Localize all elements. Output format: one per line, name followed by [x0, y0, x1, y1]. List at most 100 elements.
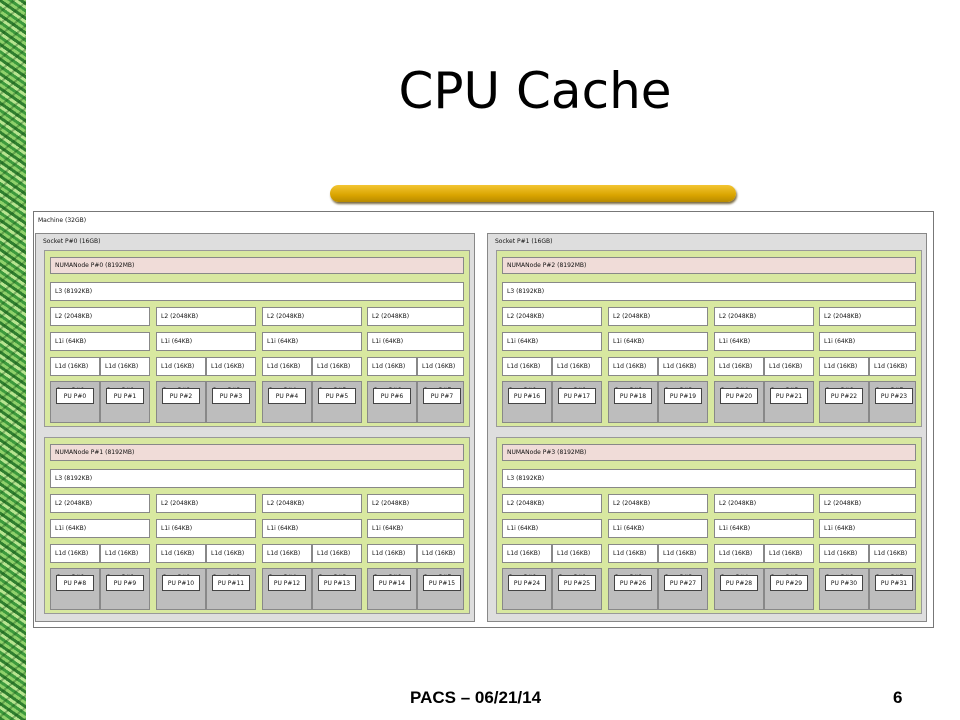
slide-footer: PACS – 06/21/14: [410, 688, 542, 707]
core-box: Core P#6PU P#14: [367, 568, 417, 610]
core-box: Core P#3PU P#11: [206, 568, 256, 610]
l2-cache-label: L2 (2048KB): [507, 500, 545, 507]
core-box: Core P#4PU P#28: [714, 568, 764, 610]
socket-box: Socket P#0 (16GB)NUMANode P#0 (8192MB)L3…: [35, 233, 475, 622]
page-number: 6: [893, 688, 903, 707]
processing-unit: PU P#5: [318, 388, 356, 404]
processing-unit: PU P#12: [268, 575, 306, 591]
l1i-cache: L1i (64KB): [502, 332, 602, 351]
processing-unit: PU P#0: [56, 388, 94, 404]
l1d-cache: L1d (16KB): [206, 544, 256, 563]
l2-cache: L2 (2048KB): [156, 307, 256, 326]
l1d-cache: L1d (16KB): [819, 357, 869, 376]
l1d-cache: L1d (16KB): [312, 357, 362, 376]
l2-cache: L2 (2048KB): [608, 307, 708, 326]
l2-cache: L2 (2048KB): [714, 307, 814, 326]
numa-node: NUMANode P#3 (8192MB)L3 (8192KB)L2 (2048…: [496, 437, 922, 614]
core-box: Core P#1PU P#25: [552, 568, 602, 610]
l2-cache: L2 (2048KB): [367, 307, 464, 326]
l1d-cache-label: L1d (16KB): [161, 363, 195, 370]
l1d-cache-label: L1d (16KB): [422, 363, 456, 370]
core-box: Core P#0PU P#8: [50, 568, 100, 610]
l1i-cache: L1i (64KB): [367, 519, 464, 538]
core-box: Core P#4PU P#4: [262, 381, 312, 423]
l1d-cache-label: L1d (16KB): [769, 550, 803, 557]
l2-cache-label: L2 (2048KB): [161, 313, 199, 320]
processing-unit: PU P#23: [875, 388, 913, 404]
l1d-cache: L1d (16KB): [658, 544, 708, 563]
l1d-cache-label: L1d (16KB): [507, 363, 541, 370]
core-row: Core P#0PU P#0Core P#1PU P#1Core P#2PU P…: [50, 381, 464, 423]
l1d-cache-label: L1d (16KB): [105, 550, 139, 557]
core-row: Core P#0PU P#24Core P#1PU P#25Core P#2PU…: [502, 568, 916, 610]
l1d-cache: L1d (16KB): [156, 544, 206, 563]
l1d-cache-label: L1d (16KB): [874, 363, 908, 370]
l2-cache-label: L2 (2048KB): [824, 313, 862, 320]
core-box: Core P#4PU P#12: [262, 568, 312, 610]
l2-cache-label: L2 (2048KB): [55, 500, 93, 507]
core-box: Core P#7PU P#7: [417, 381, 464, 423]
l1d-cache-label: L1d (16KB): [211, 363, 245, 370]
l1i-cache-row: L1i (64KB)L1i (64KB)L1i (64KB)L1i (64KB): [50, 519, 464, 538]
l1d-cache: L1d (16KB): [100, 357, 150, 376]
l2-cache-label: L2 (2048KB): [267, 313, 305, 320]
l1i-cache-row: L1i (64KB)L1i (64KB)L1i (64KB)L1i (64KB): [50, 332, 464, 351]
l1i-cache-label: L1i (64KB): [824, 525, 856, 532]
machine-topology-diagram: Machine (32GB) Socket P#0 (16GB)NUMANode…: [33, 211, 934, 628]
core-box: Core P#7PU P#23: [869, 381, 916, 423]
processing-unit: PU P#30: [825, 575, 863, 591]
l1d-cache: L1d (16KB): [417, 357, 464, 376]
l1d-cache-label: L1d (16KB): [557, 550, 591, 557]
l1i-cache-row: L1i (64KB)L1i (64KB)L1i (64KB)L1i (64KB): [502, 332, 916, 351]
processing-unit: PU P#16: [508, 388, 546, 404]
l1d-cache-label: L1d (16KB): [267, 550, 301, 557]
processing-unit: PU P#27: [664, 575, 702, 591]
l1i-cache-label: L1i (64KB): [55, 338, 87, 345]
numa-node: NUMANode P#0 (8192MB)L3 (8192KB)L2 (2048…: [44, 250, 470, 427]
l1d-cache: L1d (16KB): [262, 544, 312, 563]
core-box: Core P#4PU P#20: [714, 381, 764, 423]
l1d-cache: L1d (16KB): [552, 544, 602, 563]
core-box: Core P#5PU P#21: [764, 381, 814, 423]
core-box: Core P#2PU P#18: [608, 381, 658, 423]
l1i-cache: L1i (64KB): [819, 519, 916, 538]
processing-unit: PU P#26: [614, 575, 652, 591]
numa-node: NUMANode P#2 (8192MB)L3 (8192KB)L2 (2048…: [496, 250, 922, 427]
machine-label: Machine (32GB): [38, 217, 87, 224]
core-box: Core P#3PU P#3: [206, 381, 256, 423]
l1d-cache-label: L1d (16KB): [55, 550, 89, 557]
l1d-cache-label: L1d (16KB): [769, 363, 803, 370]
processing-unit: PU P#22: [825, 388, 863, 404]
numa-node-header: NUMANode P#1 (8192MB): [50, 444, 464, 461]
l1d-cache: L1d (16KB): [764, 357, 814, 376]
core-box: Core P#2PU P#10: [156, 568, 206, 610]
l2-cache-row: L2 (2048KB)L2 (2048KB)L2 (2048KB)L2 (204…: [502, 307, 916, 326]
l1i-cache-label: L1i (64KB): [719, 338, 751, 345]
l1d-cache-label: L1d (16KB): [161, 550, 195, 557]
l3-cache: L3 (8192KB): [502, 469, 916, 488]
l2-cache-label: L2 (2048KB): [267, 500, 305, 507]
l1d-cache-label: L1d (16KB): [105, 363, 139, 370]
core-box: Core P#6PU P#6: [367, 381, 417, 423]
l1i-cache: L1i (64KB): [156, 519, 256, 538]
l1d-cache-row: L1d (16KB) L1d (16KB) L1d (16KB) L1d (16KB)…: [50, 544, 464, 563]
processing-unit: PU P#24: [508, 575, 546, 591]
l1d-cache-label: L1d (16KB): [422, 550, 456, 557]
processing-unit: PU P#18: [614, 388, 652, 404]
l1i-cache-label: L1i (64KB): [161, 525, 193, 532]
l1d-cache: L1d (16KB): [869, 357, 916, 376]
l1i-cache-label: L1i (64KB): [719, 525, 751, 532]
core-box: Core P#0PU P#16: [502, 381, 552, 423]
numa-node-label: NUMANode P#0 (8192MB): [55, 262, 135, 269]
l1d-cache: L1d (16KB): [608, 357, 658, 376]
core-box: Core P#1PU P#9: [100, 568, 150, 610]
l2-cache: L2 (2048KB): [502, 494, 602, 513]
core-row: Core P#0PU P#16Core P#1PU P#17Core P#2PU…: [502, 381, 916, 423]
l1i-cache-label: L1i (64KB): [507, 338, 539, 345]
processing-unit: PU P#13: [318, 575, 356, 591]
l1d-cache: L1d (16KB): [502, 544, 552, 563]
l1i-cache: L1i (64KB): [367, 332, 464, 351]
l1d-cache-label: L1d (16KB): [55, 363, 89, 370]
core-box: Core P#2PU P#2: [156, 381, 206, 423]
core-box: Core P#0PU P#0: [50, 381, 100, 423]
